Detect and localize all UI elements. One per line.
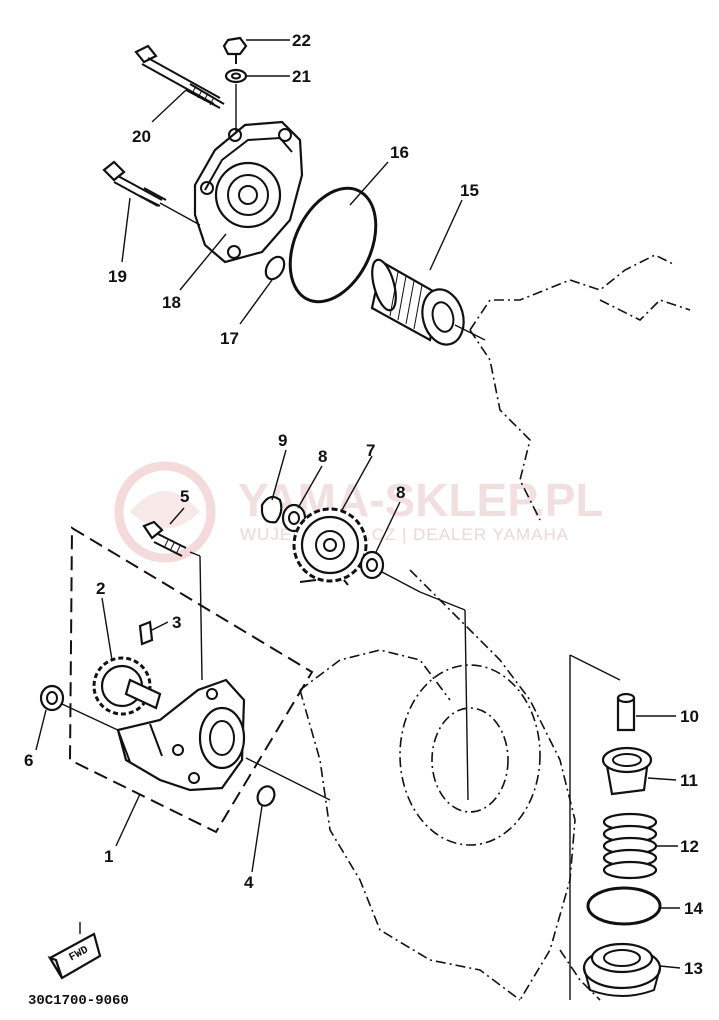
o-ring-4	[245, 757, 331, 807]
washer-8-lower	[359, 550, 385, 580]
callout-17: 17	[220, 329, 239, 348]
bolt-5	[142, 520, 203, 681]
watermark-logo-icon	[114, 461, 216, 563]
callout-15: 15	[460, 181, 479, 200]
bolt-20	[134, 44, 225, 109]
oil-pump-body-1	[116, 678, 246, 792]
callout-8-upper: 8	[318, 447, 327, 466]
callout-11: 11	[680, 771, 698, 790]
filter-cover-assembly	[102, 36, 486, 346]
callout-3: 3	[172, 613, 181, 632]
callout-22: 22	[292, 31, 311, 50]
callout-1: 1	[104, 847, 113, 866]
bolt-19	[102, 160, 201, 226]
plug-11	[601, 746, 653, 796]
callout-20: 20	[132, 127, 151, 146]
o-ring-16	[288, 186, 378, 304]
callout-13: 13	[684, 959, 703, 978]
o-ring-17	[264, 255, 286, 281]
cap-13	[582, 942, 662, 997]
callout-12: 12	[680, 837, 699, 856]
collar-6	[39, 684, 123, 733]
callout-16: 16	[390, 143, 409, 162]
oil-filter-15	[370, 258, 486, 346]
callout-21: 21	[292, 67, 311, 86]
washer-21	[224, 68, 248, 84]
pin-10	[616, 692, 636, 732]
gear-7	[292, 507, 368, 586]
fwd-arrow-icon: FWD	[47, 922, 102, 980]
callout-2: 2	[96, 579, 105, 598]
callout-10: 10	[680, 707, 699, 726]
callout-18: 18	[162, 293, 181, 312]
callout-9: 9	[278, 431, 287, 450]
gear-2	[92, 656, 162, 716]
circlip-9	[260, 495, 283, 524]
bolt-22	[222, 36, 248, 64]
washer-8-upper	[281, 503, 307, 533]
callout-5: 5	[180, 487, 189, 506]
leader-lines	[35, 39, 681, 969]
watermark-logo-mark	[130, 491, 200, 529]
callout-8-lower: 8	[396, 483, 405, 502]
drive-gear-group	[260, 495, 469, 801]
oil-pump-assembly	[39, 520, 314, 834]
callout-4: 4	[244, 873, 254, 892]
spring-12	[602, 812, 658, 880]
callout-6: 6	[24, 751, 33, 770]
pin-3	[138, 620, 154, 646]
callout-19: 19	[108, 267, 127, 286]
filter-cover-18	[193, 120, 304, 264]
callout-7: 7	[366, 441, 375, 460]
diagram-code: 30C1700-9060	[28, 993, 129, 1009]
callout-14: 14	[684, 899, 703, 918]
relief-valve-stack	[569, 654, 662, 1000]
o-ring-14	[586, 886, 662, 926]
crankcase-outline	[299, 254, 691, 1001]
callout-labels: 22 21 20 16 15 19 18 17 9 8 7 8 5 2 3 6 …	[24, 31, 703, 978]
